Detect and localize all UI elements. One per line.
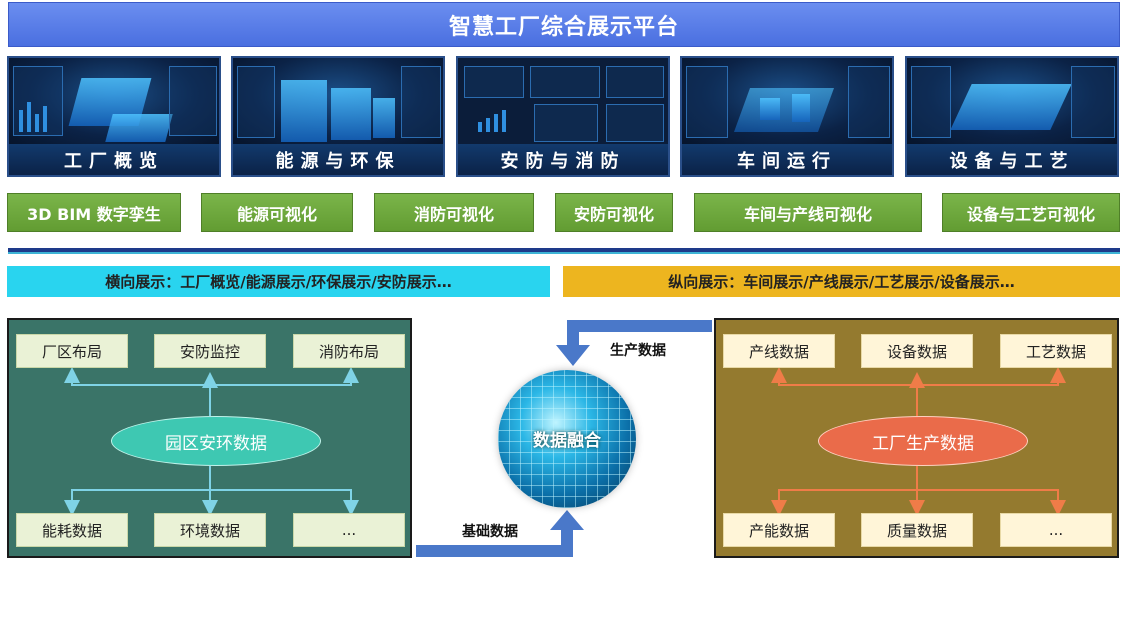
- workshop-line-visualization-button[interactable]: 车间与产线可视化: [694, 193, 922, 232]
- divider: [8, 248, 1120, 252]
- line-data-cell: 产线数据: [723, 334, 835, 368]
- environment-data-cell: 环境数据: [154, 513, 266, 547]
- bim-digital-twin-button[interactable]: 3D BIM 数字孪生: [7, 193, 181, 232]
- data-fusion-globe: 数据融合: [498, 370, 636, 508]
- screen-card-label: 设备与工艺: [907, 144, 1117, 175]
- campus-safety-environment-panel: 厂区布局 安防监控 消防布局 园区安环数据 能耗数据 环境数据 ...: [7, 318, 412, 558]
- screen-card-workshop-operation[interactable]: 车间运行: [680, 56, 894, 177]
- data-fusion-label: 数据融合: [533, 431, 601, 451]
- equipment-data-cell: 设备数据: [861, 334, 973, 368]
- security-monitoring-cell: 安防监控: [154, 334, 266, 368]
- plant-layout-cell: 厂区布局: [16, 334, 128, 368]
- screen-card-equipment-process[interactable]: 设备与工艺: [905, 56, 1119, 177]
- globe-grid: [498, 370, 636, 508]
- screen-card-label: 工厂概览: [9, 144, 219, 175]
- divider-accent: [8, 252, 1120, 254]
- fire-visualization-button[interactable]: 消防可视化: [374, 193, 534, 232]
- base-data-label: 基础数据: [462, 524, 518, 540]
- energy-visualization-button[interactable]: 能源可视化: [201, 193, 353, 232]
- more-cell: ...: [1000, 513, 1112, 547]
- equipment-process-thumbnail: [907, 58, 1117, 148]
- workshop-operation-thumbnail: [682, 58, 892, 148]
- quality-data-cell: 质量数据: [861, 513, 973, 547]
- right-connector-arrows: [771, 367, 1066, 516]
- security-fire-thumbnail: [458, 58, 668, 148]
- left-connector-arrows: [64, 367, 359, 516]
- factory-production-panel: 产线数据 设备数据 工艺数据 工厂生产数据 产能数据 质量数据 ...: [714, 318, 1119, 558]
- screen-card-factory-overview[interactable]: 工厂概览: [7, 56, 221, 177]
- screen-card-security-fire[interactable]: 安防与消防: [456, 56, 670, 177]
- energy-data-cell: 能耗数据: [16, 513, 128, 547]
- factory-overview-thumbnail: [9, 58, 219, 148]
- screen-card-label: 安防与消防: [458, 144, 668, 175]
- screen-card-label: 车间运行: [682, 144, 892, 175]
- page-title: 智慧工厂综合展示平台: [8, 2, 1120, 47]
- vertical-display-bar: 纵向展示：车间展示/产线展示/工艺展示/设备展示…: [563, 266, 1120, 297]
- campus-safety-data-ellipse: 园区安环数据: [111, 416, 321, 466]
- more-cell: ...: [293, 513, 405, 547]
- security-visualization-button[interactable]: 安防可视化: [555, 193, 673, 232]
- process-data-cell: 工艺数据: [1000, 334, 1112, 368]
- screen-card-energy-environment[interactable]: 能源与环保: [231, 56, 445, 177]
- fire-layout-cell: 消防布局: [293, 334, 405, 368]
- equipment-process-visualization-button[interactable]: 设备与工艺可视化: [942, 193, 1120, 232]
- factory-production-data-ellipse: 工厂生产数据: [818, 416, 1028, 466]
- horizontal-display-bar: 横向展示：工厂概览/能源展示/环保展示/安防展示…: [7, 266, 550, 297]
- capacity-data-cell: 产能数据: [723, 513, 835, 547]
- production-data-label: 生产数据: [610, 343, 666, 359]
- screen-card-label: 能源与环保: [233, 144, 443, 175]
- energy-environment-thumbnail: [233, 58, 443, 148]
